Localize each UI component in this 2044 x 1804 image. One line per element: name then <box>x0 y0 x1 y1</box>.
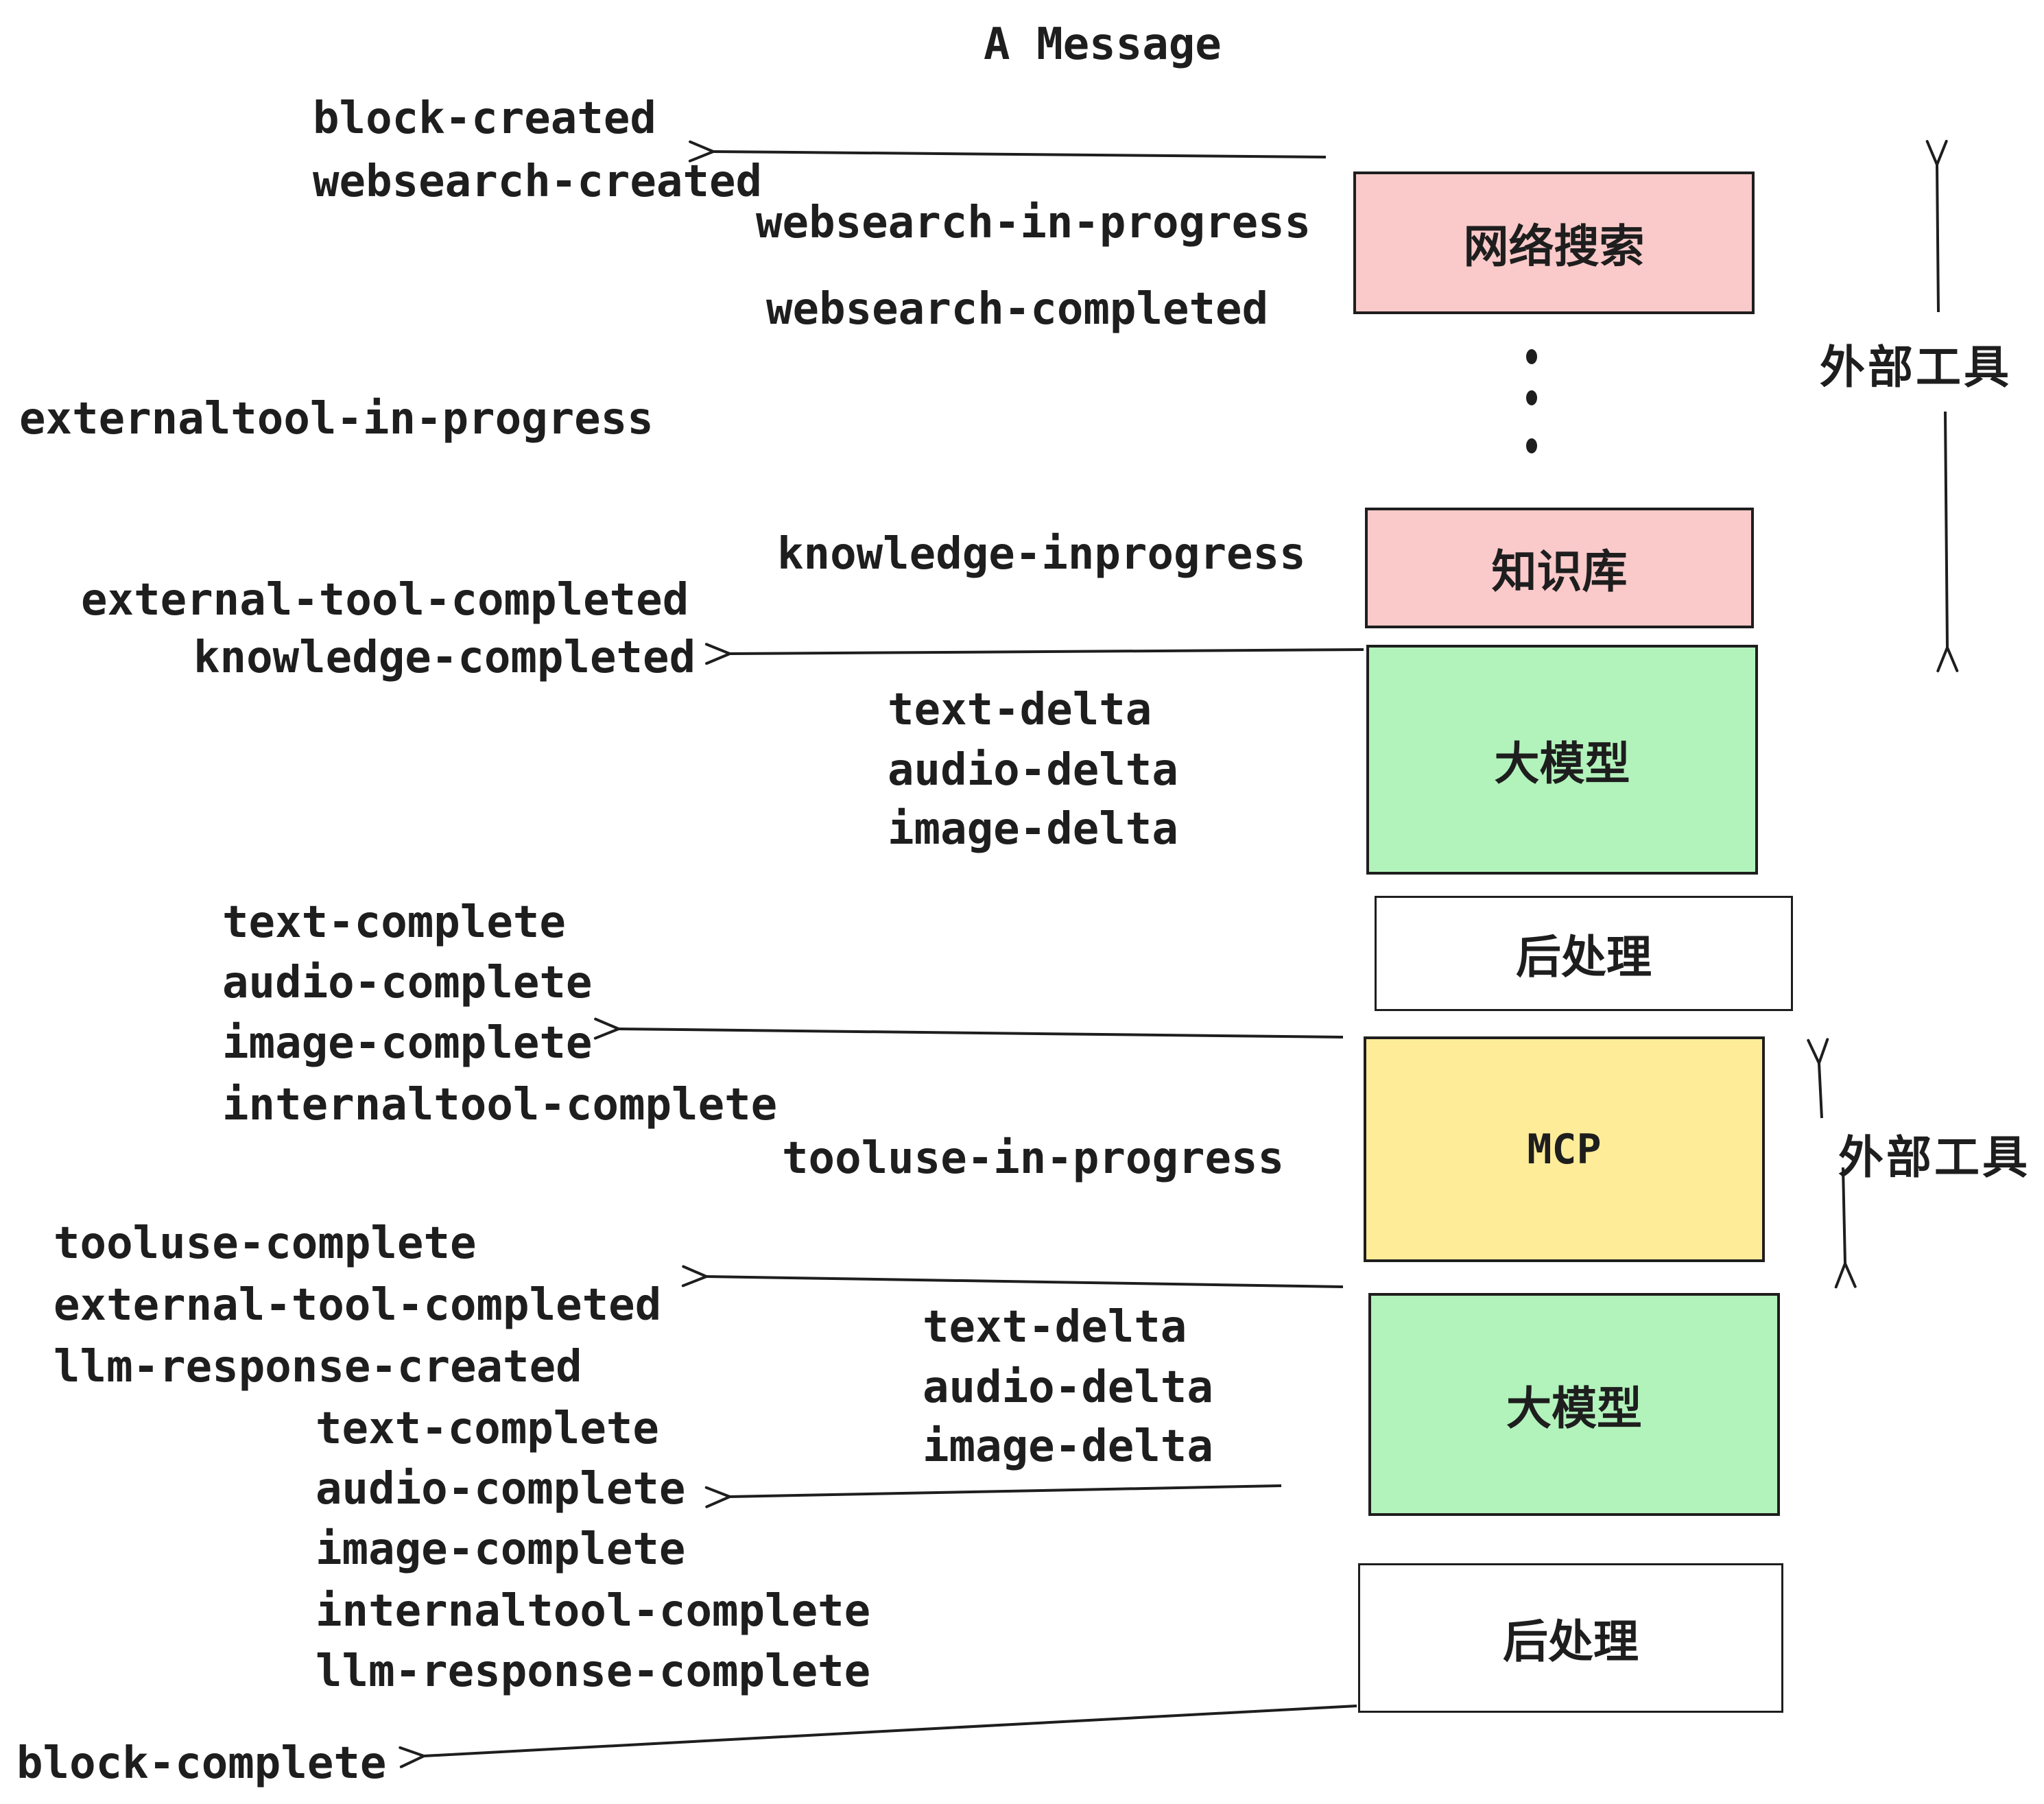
event-websearch-in-progress: websearch-in-progress <box>756 198 1311 248</box>
event-llm-response-created: llm-response-created <box>54 1342 582 1392</box>
event-audio-complete-1: audio-complete <box>222 958 593 1008</box>
event-llm-response-complete: llm-response-complete <box>316 1646 871 1697</box>
event-tooluse-complete: tooluse-complete <box>54 1218 477 1269</box>
event-block-created: block-created <box>313 93 656 144</box>
box-postprocess-2-label: 后处理 <box>1503 1615 1639 1668</box>
event-websearch-created: websearch-created <box>313 156 763 207</box>
arrow-image-complete <box>593 1017 1344 1040</box>
event-text-complete-1: text-complete <box>222 897 566 948</box>
event-knowledge-inprogress: knowledge-inprogress <box>777 529 1306 580</box>
event-websearch-completed: websearch-completed <box>766 284 1269 335</box>
event-audio-delta-2: audio-delta <box>923 1362 1213 1413</box>
event-knowledge-completed: knowledge-completed <box>193 632 696 683</box>
box-mcp-label: MCP <box>1527 1125 1602 1174</box>
box-postprocess-1-label: 后处理 <box>1516 931 1652 984</box>
box-knowledge: 知识库 <box>1365 508 1754 628</box>
event-image-complete-2: image-complete <box>316 1524 686 1575</box>
event-external-tool-completed: external-tool-completed <box>81 575 689 626</box>
external-tools-up-arrow-top <box>1925 139 1948 313</box>
external-tools-down-arrow-top <box>1936 411 1959 673</box>
external-tools-up-arrow-mcp <box>1807 1038 1829 1119</box>
event-internaltool-complete-2: internaltool-complete <box>316 1586 871 1637</box>
box-llm-1-label: 大模型 <box>1494 737 1630 790</box>
arrow-audio-complete <box>704 1484 1282 1508</box>
diagram-title: A Message <box>984 19 1222 70</box>
external-tools-down-arrow-mcp <box>1834 1167 1857 1289</box>
event-audio-complete-2: audio-complete <box>316 1464 686 1515</box>
event-externaltool-in-progress: externaltool-in-progress <box>19 394 654 444</box>
event-internaltool-complete-1: internaltool-complete <box>222 1080 778 1130</box>
box-websearch: 网络搜索 <box>1353 171 1755 314</box>
event-text-delta-1: text-delta <box>888 685 1152 735</box>
box-websearch-label: 网络搜索 <box>1463 220 1645 273</box>
event-image-delta-2: image-delta <box>923 1421 1213 1472</box>
box-postprocess-2: 后处理 <box>1358 1563 1783 1713</box>
event-image-delta-1: image-delta <box>888 804 1178 855</box>
box-llm-2: 大模型 <box>1368 1293 1780 1516</box>
external-tools-label-top: 外部工具 <box>1820 341 2012 394</box>
box-mcp: MCP <box>1364 1036 1765 1262</box>
box-llm-2-label: 大模型 <box>1506 1381 1642 1435</box>
event-text-delta-2: text-delta <box>923 1302 1187 1353</box>
arrow-block-created <box>688 140 1327 163</box>
event-tooluse-in-progress: tooluse-in-progress <box>782 1133 1285 1184</box>
box-llm-1: 大模型 <box>1366 645 1758 875</box>
event-external-tool-completed-2: external-tool-completed <box>54 1280 662 1331</box>
arrow-knowledge-completed <box>704 643 1364 665</box>
event-image-complete-1: image-complete <box>222 1018 593 1069</box>
arrow-block-complete <box>399 1705 1357 1768</box>
box-knowledge-label: 知识库 <box>1491 545 1628 598</box>
event-audio-delta-1: audio-delta <box>888 745 1178 796</box>
vertical-ellipsis-dots <box>1526 349 1537 453</box>
arrow-tooluse-complete <box>681 1265 1344 1288</box>
event-block-complete: block-complete <box>16 1738 387 1789</box>
event-text-complete-2: text-complete <box>316 1403 659 1454</box>
box-postprocess-1: 后处理 <box>1375 896 1793 1011</box>
external-tools-label-mcp: 外部工具 <box>1838 1131 2030 1184</box>
